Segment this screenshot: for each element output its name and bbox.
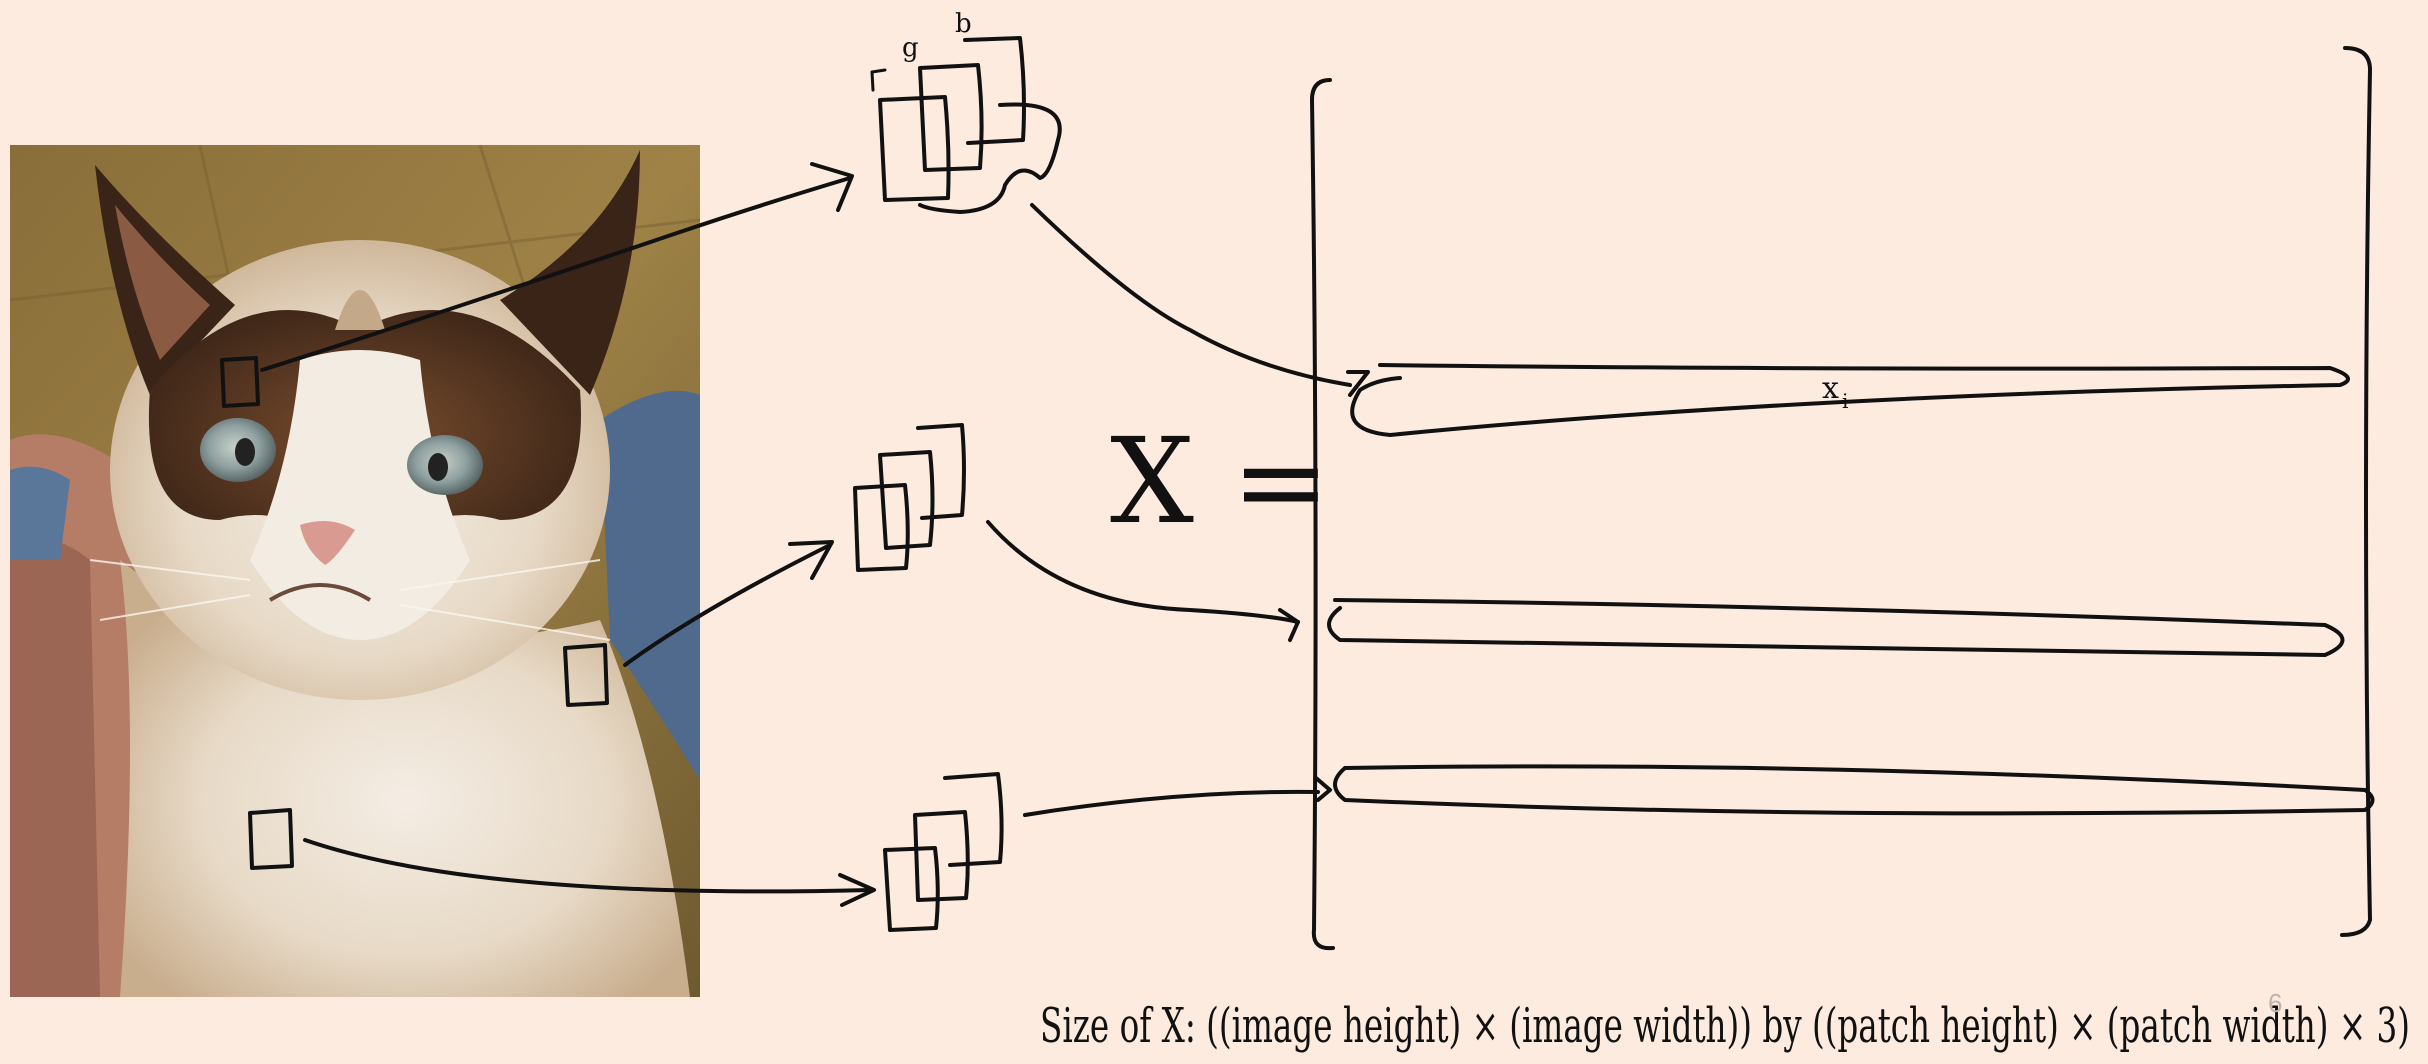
patch-square-bottom <box>248 808 294 870</box>
matrix-left-bracket <box>1310 78 1335 951</box>
arrow-head <box>1314 776 1332 802</box>
patch-channel-label-g: g <box>902 33 919 63</box>
arrow-photo-to-stack-top <box>260 176 852 372</box>
row-label-subscript: i <box>1842 389 1848 413</box>
arrow-stack-to-row-middle <box>986 520 1300 624</box>
matrix-right-bracket <box>2340 46 2372 937</box>
arrow-stack-to-row-top <box>1030 203 1352 387</box>
row-label-x: x <box>1822 371 1839 406</box>
arrow-head <box>838 873 876 907</box>
matrix-row-middle <box>1327 598 2345 657</box>
patch-stack-top <box>870 36 1062 214</box>
arrow-photo-to-stack-bottom <box>303 838 872 894</box>
page-number: 6 <box>2268 988 2282 1018</box>
matrix-symbol: X = <box>1110 412 1330 550</box>
size-caption: Size of X: ((image height) × (image widt… <box>1040 998 2410 1054</box>
cat-photo <box>10 145 700 997</box>
patch-square-top <box>220 356 260 408</box>
arrow-head <box>1278 608 1300 642</box>
arrow-stack-to-row-bottom <box>1023 789 1320 817</box>
arrow-head <box>788 540 834 580</box>
patch-channel-label-b: b <box>955 9 972 39</box>
arrow-head <box>810 162 854 212</box>
patch-stack-middle <box>853 423 966 572</box>
arrow-photo-to-stack-middle <box>623 543 832 667</box>
patch-square-middle <box>563 643 609 707</box>
matrix-row-bottom <box>1333 764 2375 816</box>
matrix-row-top <box>1350 363 2350 437</box>
arrow-head <box>1346 370 1370 397</box>
patch-stack-bottom <box>883 772 1004 932</box>
